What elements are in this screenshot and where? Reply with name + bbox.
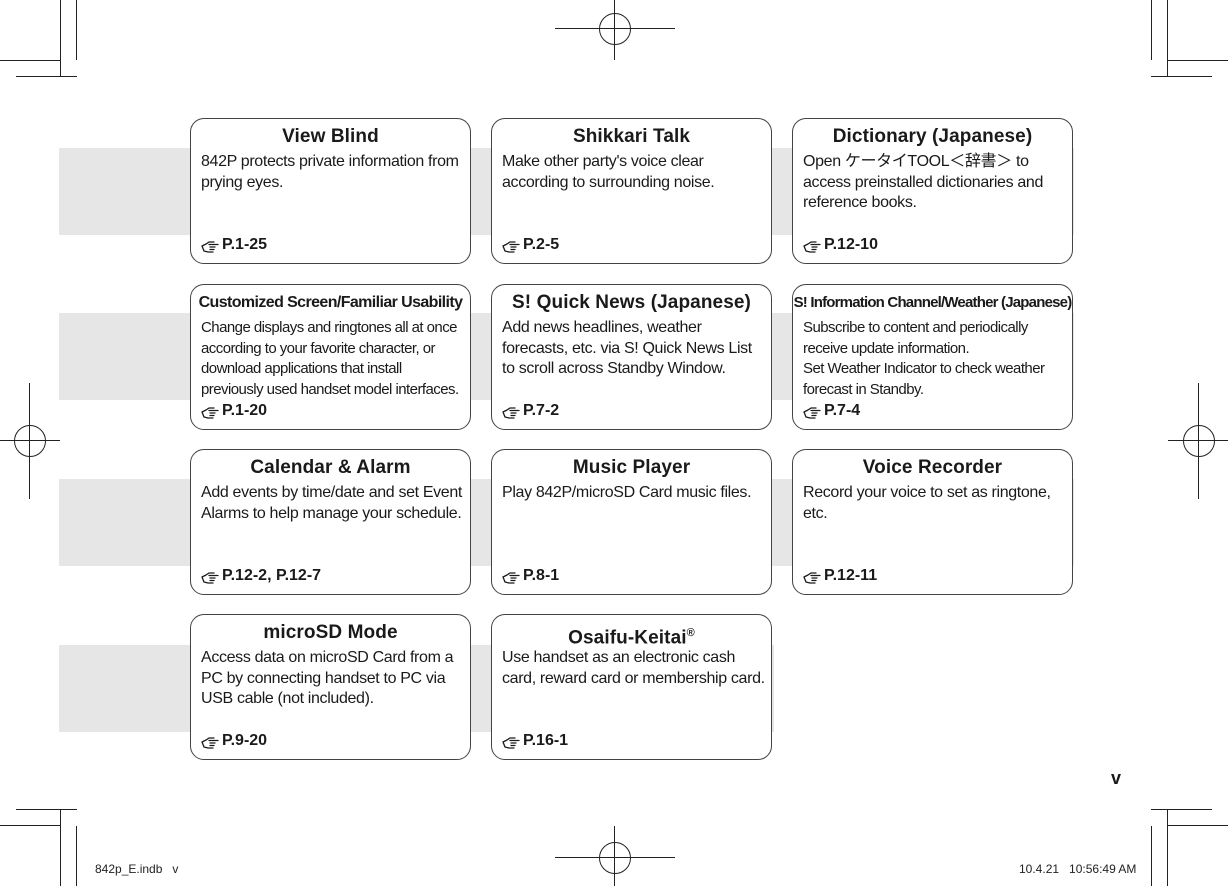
card-title: S! Quick News (Japanese) <box>512 292 751 313</box>
page-reference-text: P.1-25 <box>222 236 268 253</box>
card-description: Make other party's voice clear according… <box>502 153 715 191</box>
registration-mark-right <box>1168 440 1228 441</box>
pointing-hand-icon <box>201 568 221 584</box>
page-number: v <box>1111 768 1122 788</box>
card-description: Access data on microSD Card from a PC by… <box>201 649 454 707</box>
crop-mark <box>60 809 61 886</box>
feature-card-quick-news: S! Quick News (Japanese) Add news headli… <box>491 284 772 430</box>
crop-mark <box>76 826 77 886</box>
card-title: Shikkari Talk <box>572 126 691 147</box>
feature-card-view-blind: View Blind 842P protects private informa… <box>190 118 471 264</box>
registration-mark-left <box>0 440 60 441</box>
card-description: Change displays and ringtones all at onc… <box>201 319 459 398</box>
feature-card-music-player: Music Player Play 842P/microSD Card musi… <box>491 449 772 595</box>
page-reference-text: P.8-1 <box>523 567 560 584</box>
pointing-hand-icon <box>502 237 522 253</box>
registration-mark-top <box>599 13 631 45</box>
pointing-hand-icon <box>803 403 823 419</box>
feature-card-shikkari-talk: Shikkari Talk Make other party's voice c… <box>491 118 772 264</box>
registration-mark-right <box>1198 383 1199 499</box>
crop-mark <box>1167 60 1228 61</box>
card-title: microSD Mode <box>263 622 398 643</box>
crop-mark <box>60 0 61 77</box>
card-title-text: Osaifu-Keitai <box>568 627 687 649</box>
feature-card-microsd-mode: microSD Mode Access data on microSD Card… <box>190 614 471 760</box>
page-reference-text: P.2-5 <box>523 236 560 253</box>
crop-mark <box>1167 0 1168 77</box>
registration-mark-bottom <box>614 826 615 886</box>
card-title: S! Information Channel/Weather (Japanese… <box>793 294 1072 311</box>
card-description: Use handset as an electronic cash card, … <box>502 649 765 687</box>
page-reference-text: P.12-10 <box>824 236 878 253</box>
card-description: Open ケータイTOOL＜辞書＞ to access preinstalled… <box>803 153 1043 211</box>
slug-filename: 842p_E.indb v <box>95 862 179 876</box>
slug-timestamp: 10.4.21 10:56:49 AM <box>1019 862 1137 876</box>
crop-mark <box>1151 826 1152 886</box>
crop-mark <box>16 809 77 810</box>
registration-mark-top <box>555 28 675 29</box>
card-description: Add news headlines, weather forecasts, e… <box>502 319 752 377</box>
pointing-hand-icon <box>502 733 522 749</box>
page-reference[interactable]: P.7-4 <box>803 401 860 421</box>
registration-mark-top <box>614 0 615 60</box>
card-description: 842P protects private information from p… <box>201 153 459 191</box>
card-title: Calendar & Alarm <box>250 457 411 478</box>
crop-mark <box>1151 0 1152 60</box>
pointing-hand-icon <box>201 403 221 419</box>
crop-mark <box>16 76 77 77</box>
pointing-hand-icon <box>502 568 522 584</box>
crop-mark <box>1151 76 1212 77</box>
page-reference[interactable]: P.8-1 <box>502 566 559 586</box>
page-reference-text: P.12-11 <box>824 567 878 584</box>
feature-card-customized-screen: Customized Screen/Familiar Usability Cha… <box>190 284 471 430</box>
pointing-hand-icon <box>201 733 221 749</box>
page-reference[interactable]: P.12-10 <box>803 235 878 255</box>
pointing-hand-icon <box>502 403 522 419</box>
page-reference-text: P.1-20 <box>222 402 268 419</box>
page-reference-text: P.7-2 <box>523 402 560 419</box>
page-reference-text: P.7-4 <box>824 402 861 419</box>
crop-mark <box>76 0 77 60</box>
registration-mark-left <box>14 425 46 457</box>
page-reference[interactable]: P.16-1 <box>502 731 568 751</box>
page-reference[interactable]: P.2-5 <box>502 235 559 255</box>
page-reference[interactable]: P.12-2, P.12-7 <box>201 566 321 586</box>
feature-card-osaifu-keitai: Osaifu-Keitai® Use handset as an electro… <box>491 614 772 760</box>
page-reference[interactable]: P.12-11 <box>803 566 877 586</box>
card-title: Osaifu-Keitai® <box>492 621 771 650</box>
crop-mark <box>1167 809 1168 886</box>
registration-mark-right <box>1183 425 1215 457</box>
registration-mark-bottom <box>599 842 631 874</box>
page-reference[interactable]: P.9-20 <box>201 731 267 751</box>
card-title: View Blind <box>282 126 379 147</box>
registered-mark: ® <box>686 627 695 639</box>
card-title: Dictionary (Japanese) <box>832 126 1033 147</box>
page-reference-text: P.12-2, P.12-7 <box>222 567 322 584</box>
crop-mark <box>0 825 61 826</box>
card-title: Voice Recorder <box>862 457 1003 478</box>
card-title: Customized Screen/Familiar Usability <box>198 294 463 311</box>
crop-mark <box>1151 809 1212 810</box>
registration-mark-bottom <box>555 857 675 858</box>
page-reference[interactable]: P.1-20 <box>201 401 267 421</box>
feature-card-dictionary: Dictionary (Japanese) Open ケータイTOOL＜辞書＞ … <box>792 118 1073 264</box>
feature-card-voice-recorder: Voice Recorder Record your voice to set … <box>792 449 1073 595</box>
crop-mark <box>1167 825 1228 826</box>
page-reference-text: P.16-1 <box>523 732 569 749</box>
card-description: Play 842P/microSD Card music files. <box>502 484 752 501</box>
pointing-hand-icon <box>803 568 823 584</box>
pointing-hand-icon <box>201 237 221 253</box>
card-title: Music Player <box>572 457 691 478</box>
registration-mark-left <box>29 383 30 499</box>
feature-card-information-channel: S! Information Channel/Weather (Japanese… <box>792 284 1073 430</box>
card-description: Add events by time/date and set Event Al… <box>201 484 462 522</box>
crop-mark <box>0 60 61 61</box>
card-description: Subscribe to content and periodically re… <box>803 319 1045 398</box>
feature-card-calendar-alarm: Calendar & Alarm Add events by time/date… <box>190 449 471 595</box>
card-description: Record your voice to set as ringtone, et… <box>803 484 1051 522</box>
page-reference[interactable]: P.1-25 <box>201 235 267 255</box>
page-reference-text: P.9-20 <box>222 732 268 749</box>
page-reference[interactable]: P.7-2 <box>502 401 559 421</box>
pointing-hand-icon <box>803 237 823 253</box>
